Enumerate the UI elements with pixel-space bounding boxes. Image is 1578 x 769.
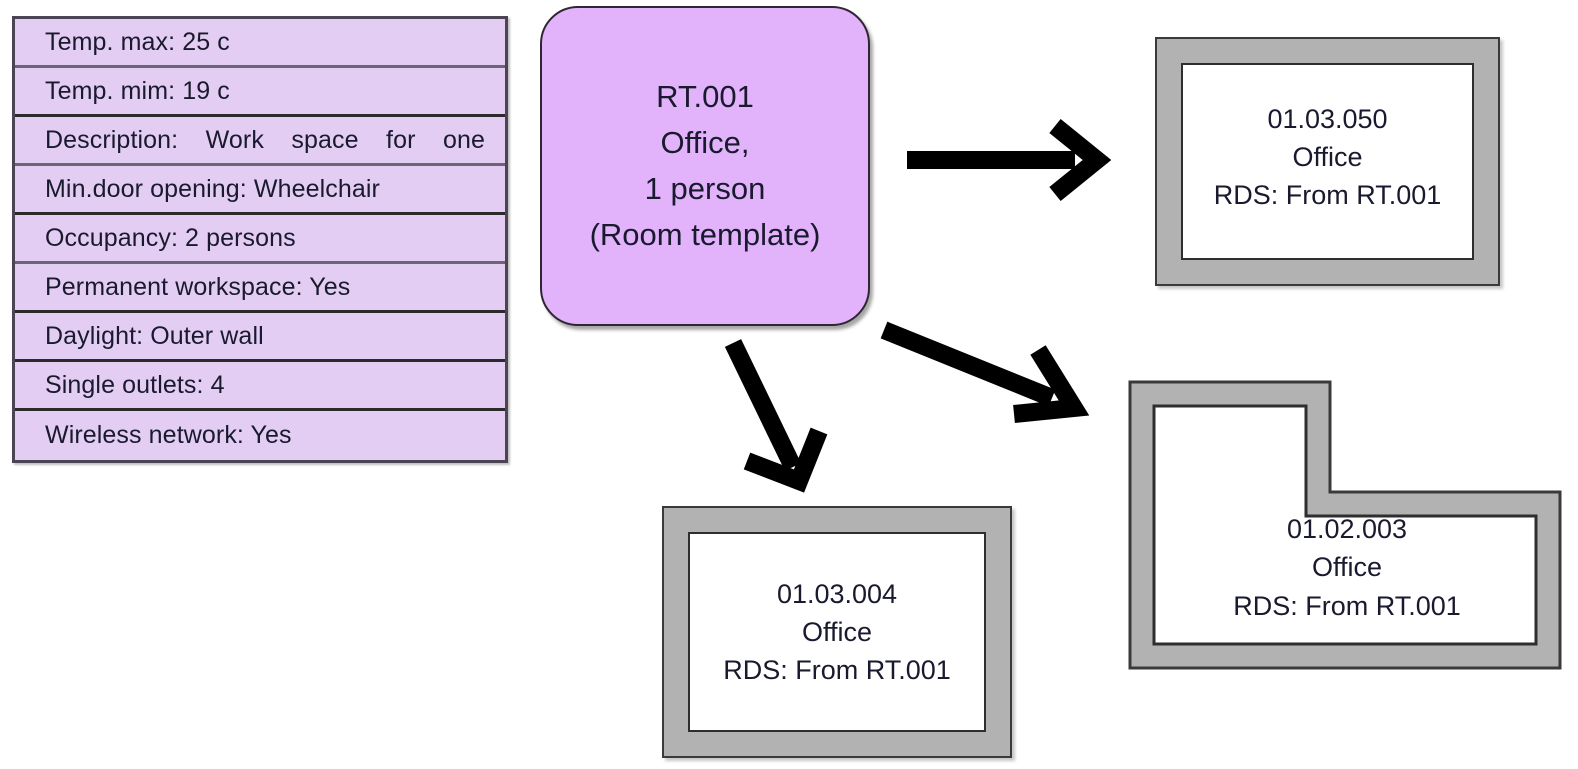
property-label: Description: Work space for one <box>45 126 485 154</box>
room-label-group: 01.03.004 Office RDS: From RT.001 <box>664 576 1010 689</box>
room-plan-01-02-003: 01.02.003 Office RDS: From RT.001 <box>1128 380 1562 670</box>
room-function: Office <box>1311 552 1383 583</box>
room-rds: RDS: From RT.001 <box>1233 590 1461 621</box>
property-row: Permanent workspace: Yes <box>15 264 505 313</box>
property-row: Occupancy: 2 persons <box>15 215 505 264</box>
room-function: Office <box>801 616 873 647</box>
room-template-property-table: Temp. max: 25 c Temp. mim: 19 c Descript… <box>12 16 508 463</box>
l-shape-walls <box>1128 380 1562 670</box>
room-function: Office <box>1292 141 1363 172</box>
property-row: Temp. max: 25 c <box>15 19 505 68</box>
room-label-group: 01.03.050 Office RDS: From RT.001 <box>1157 101 1498 214</box>
property-row: Wireless network: Yes <box>15 411 505 460</box>
room-number: 01.02.003 <box>1286 514 1408 544</box>
arrow-to-room-01-02-003 <box>880 321 1090 423</box>
template-capacity: 1 person <box>644 171 766 206</box>
template-kind: (Room template) <box>589 216 821 252</box>
property-row: Min.door opening: Wheelchair <box>15 166 505 215</box>
template-id: RT.001 <box>656 79 754 115</box>
template-function: Office, <box>660 125 750 161</box>
property-row: Daylight: Outer wall <box>15 313 505 362</box>
room-rds: RDS: From RT.001 <box>723 654 951 685</box>
property-label: Temp. mim: 19 c <box>45 76 230 105</box>
property-label: Permanent workspace: Yes <box>45 272 351 301</box>
room-interior <box>1181 63 1474 260</box>
property-label: Single outlets: 4 <box>45 370 225 399</box>
property-label: Temp. max: 25 c <box>45 27 230 56</box>
room-label-group: 01.02.003 Office RDS: From RT.001 <box>1132 510 1562 625</box>
property-label: Daylight: Outer wall <box>45 321 264 350</box>
property-label: Wireless network: Yes <box>45 421 292 449</box>
room-plan-01-03-004: 01.03.004 Office RDS: From RT.001 <box>662 506 1012 758</box>
room-interior <box>688 532 986 732</box>
room-plan-01-03-050: 01.03.050 Office RDS: From RT.001 <box>1155 37 1500 286</box>
property-row: Single outlets: 4 <box>15 362 505 411</box>
room-number: 01.03.050 <box>1267 104 1388 134</box>
property-row: Description: Work space for one <box>15 117 505 166</box>
arrow-to-room-01-03-004 <box>724 339 828 493</box>
room-number: 01.03.004 <box>776 579 898 609</box>
property-row: Temp. mim: 19 c <box>15 68 505 117</box>
property-label: Occupancy: 2 persons <box>45 223 296 252</box>
arrow-to-room-01-03-050 <box>907 119 1112 201</box>
property-label: Min.door opening: Wheelchair <box>45 174 380 203</box>
room-template-node: RT.001 Office, 1 person (Room template) <box>540 6 870 326</box>
room-rds: RDS: From RT.001 <box>1213 179 1442 210</box>
